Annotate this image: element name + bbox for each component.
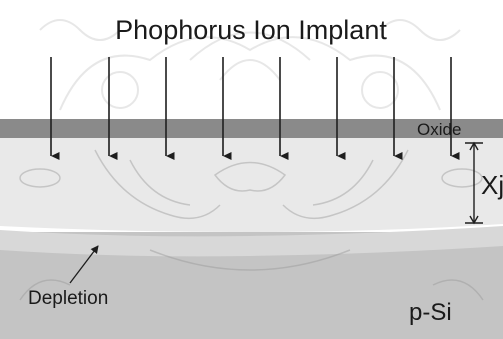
junction-depth-label: Xj (481, 170, 503, 200)
implanted-n-region (0, 138, 503, 232)
substrate-label: p-Si (409, 299, 452, 326)
diagram-title: Phophorus Ion Implant (115, 15, 387, 45)
depletion-label: Depletion (28, 288, 108, 309)
oxide-label: Oxide (417, 120, 461, 139)
